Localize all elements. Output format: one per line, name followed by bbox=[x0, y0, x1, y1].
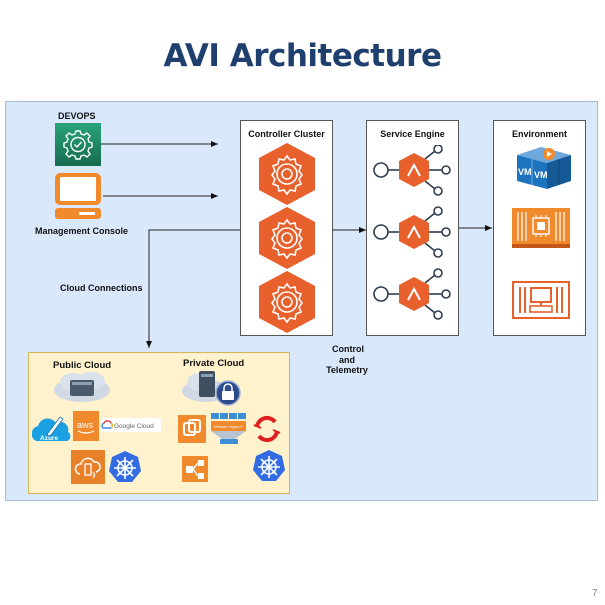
azure-label: Azure bbox=[40, 435, 58, 442]
service-engine-box: Service Engine bbox=[366, 120, 459, 336]
public-cloud-icon bbox=[53, 370, 111, 409]
google-cloud-icon: Google Cloud bbox=[101, 418, 161, 432]
devops-label: DEVOPS bbox=[58, 111, 96, 121]
management-console-label: Management Console bbox=[35, 226, 129, 236]
bare-metal-icon bbox=[512, 208, 570, 253]
vcenter-icon bbox=[178, 415, 206, 443]
aws-outposts-icon bbox=[71, 450, 105, 484]
control-label-line3: Telemetry bbox=[326, 365, 368, 375]
private-cloud-title: Private Cloud bbox=[183, 358, 245, 369]
control-label-line2: and bbox=[338, 355, 355, 365]
cloud-connections-arrow bbox=[146, 229, 240, 348]
vmware-label: VMware | Hyper-V bbox=[214, 425, 243, 429]
aws-label: aws bbox=[77, 420, 94, 430]
network-topology-icon bbox=[182, 456, 208, 482]
environment-box: Environment VM VM bbox=[493, 120, 586, 336]
vm-label: VM bbox=[518, 167, 532, 177]
kubernetes-icon bbox=[252, 449, 286, 488]
management-console-icon bbox=[53, 172, 103, 220]
cloud-providers-box: Public Cloud Private Cloud Azure bbox=[28, 352, 290, 494]
controller-cluster-box: Controller Cluster bbox=[240, 120, 333, 336]
controller-cluster-title: Controller Cluster bbox=[248, 129, 325, 139]
aws-icon: aws bbox=[73, 411, 99, 441]
devops-icon bbox=[55, 123, 101, 166]
public-cloud-title: Public Cloud bbox=[53, 360, 112, 371]
service-engine-title: Service Engine bbox=[380, 129, 445, 139]
container-host-icon bbox=[512, 281, 570, 324]
private-cloud-icon bbox=[181, 369, 243, 412]
service-engine-node-icon bbox=[371, 144, 457, 340]
environment-title: Environment bbox=[511, 129, 567, 139]
vm-label: VM bbox=[534, 170, 548, 180]
slide-title: AVI Architecture bbox=[163, 38, 442, 74]
kubernetes-icon bbox=[108, 450, 142, 489]
azure-icon: Azure bbox=[31, 411, 72, 450]
page-number: 7 bbox=[592, 588, 598, 599]
openshift-icon bbox=[252, 414, 282, 449]
vm-icon: VM VM bbox=[507, 145, 575, 196]
controller-node-icon bbox=[257, 143, 317, 338]
google-cloud-label: Google Cloud bbox=[114, 423, 154, 430]
vmware-hyperv-icon: VMware | Hyper-V bbox=[211, 413, 247, 452]
control-label-line1: Control bbox=[332, 344, 364, 354]
cloud-connections-label: Cloud Connections bbox=[60, 283, 143, 293]
